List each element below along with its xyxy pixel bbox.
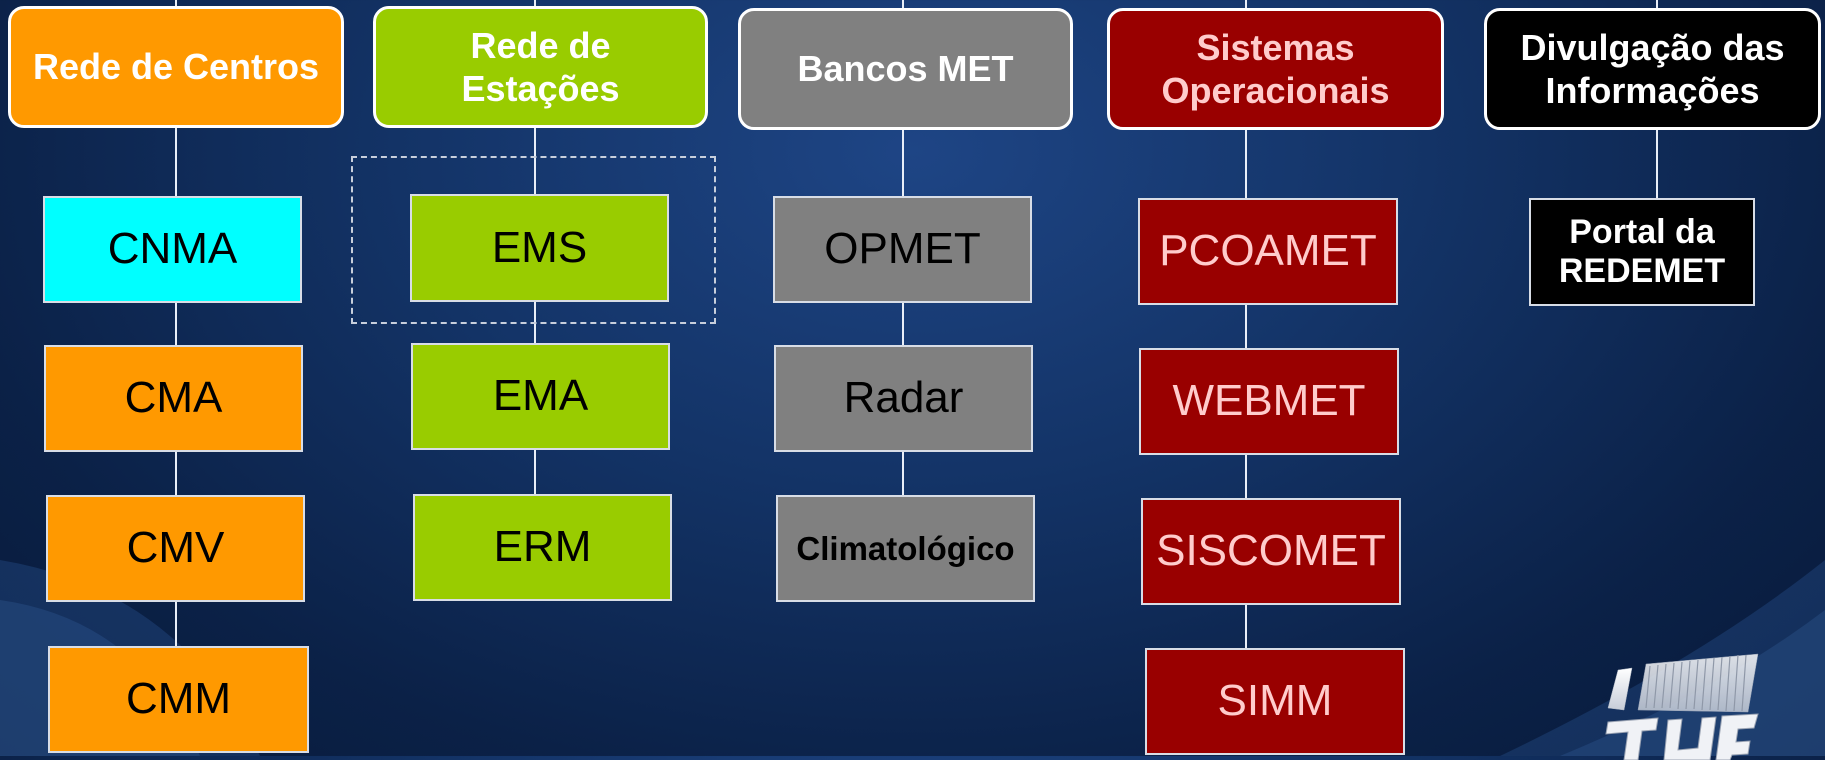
header-bancos-met: Bancos MET	[738, 8, 1073, 130]
institution-logo	[1605, 653, 1759, 760]
node-pcoamet: PCOAMET	[1138, 198, 1398, 305]
node-webmet: WEBMET	[1139, 348, 1399, 455]
connector-col3	[902, 128, 904, 496]
node-label: SISCOMET	[1156, 526, 1386, 576]
node-radar: Radar	[774, 345, 1033, 452]
node-ems: EMS	[410, 194, 669, 302]
header-rede-de-estacoes: Rede de Estações	[373, 6, 708, 128]
header-sistemas-operacionais: Sistemas Operacionais	[1107, 8, 1444, 130]
node-label: Portal da REDEMET	[1558, 212, 1726, 290]
header-label: Rede de Estações	[461, 24, 620, 109]
node-label: CMM	[125, 674, 232, 724]
node-label: OPMET	[824, 224, 981, 274]
connector-col1-top	[175, 0, 177, 10]
header-label: Sistemas Operacionais	[1161, 26, 1390, 111]
connector-col4-top	[1245, 0, 1247, 10]
header-label: Rede de Centros	[32, 46, 320, 88]
node-cma: CMA	[44, 345, 303, 452]
node-ema: EMA	[411, 343, 670, 450]
connector-col5	[1656, 128, 1658, 200]
node-cmm: CMM	[48, 646, 309, 753]
connector-col5-top	[1656, 0, 1658, 10]
node-label: Radar	[843, 373, 964, 423]
node-simm: SIMM	[1145, 648, 1405, 755]
node-cnma: CNMA	[43, 196, 302, 303]
header-rede-de-centros: Rede de Centros	[8, 6, 344, 128]
node-siscomet: SISCOMET	[1141, 498, 1401, 605]
header-label: Bancos MET	[797, 48, 1014, 90]
node-label: EMA	[492, 371, 589, 421]
node-label: PCOAMET	[1159, 226, 1377, 276]
node-opmet: OPMET	[773, 196, 1032, 303]
header-label: Divulgação das Informações	[1520, 26, 1785, 111]
connector-col2-top	[534, 0, 536, 10]
node-label: WEBMET	[1172, 376, 1366, 426]
node-label: CMV	[126, 523, 225, 573]
node-portal-da-redemet: Portal da REDEMET	[1529, 198, 1755, 306]
node-label: ERM	[493, 522, 592, 572]
node-label: CNMA	[107, 224, 238, 274]
node-label: EMS	[491, 222, 588, 272]
node-climatologico: Climatológico	[776, 495, 1035, 602]
node-label: SIMM	[1217, 676, 1333, 726]
connector-col3-top	[902, 0, 904, 10]
node-label: Climatológico	[796, 529, 1015, 567]
connector-col2	[534, 128, 536, 496]
node-erm: ERM	[413, 494, 672, 601]
highlight-box-ems	[351, 156, 716, 324]
node-label: CMA	[124, 373, 223, 423]
node-cmv: CMV	[46, 495, 305, 602]
header-divulgacao-das-informacoes: Divulgação das Informações	[1484, 8, 1821, 130]
